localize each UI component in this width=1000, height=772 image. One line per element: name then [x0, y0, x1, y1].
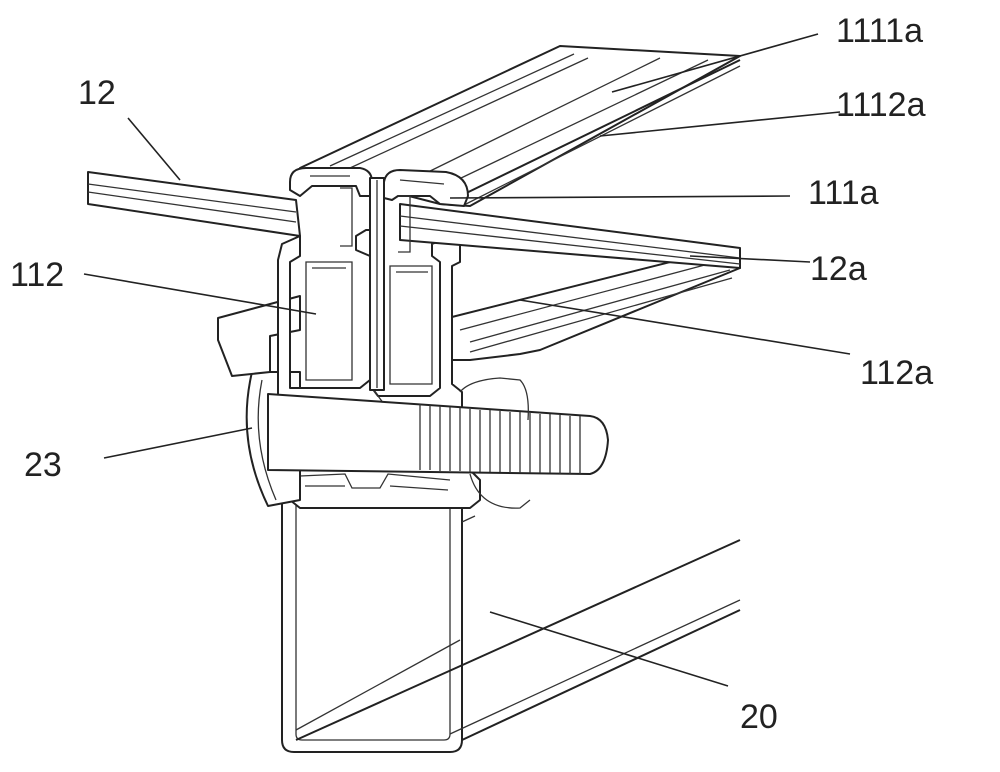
- label-12a: 12a: [810, 250, 867, 288]
- panel-12: [87, 171, 301, 237]
- label-1111a: 1111a: [836, 12, 923, 50]
- leader-111a: [449, 195, 791, 199]
- press-cap-111a: [289, 45, 741, 391]
- label-111a: 111a: [808, 174, 879, 212]
- reference-labels: 1111a 1112a 111a 12 12a 112 112a 23 20: [10, 12, 933, 736]
- leader-12a: [689, 255, 811, 263]
- bolt: [267, 377, 609, 509]
- leader-20: [489, 611, 729, 687]
- leader-23: [103, 427, 253, 459]
- leader-12: [127, 117, 181, 181]
- bolt-thread: [429, 405, 581, 474]
- label-23: 23: [24, 446, 62, 484]
- leader-lines: [83, 33, 851, 687]
- leader-1111a: [611, 33, 819, 93]
- label-20: 20: [740, 698, 778, 736]
- label-112: 112: [10, 256, 64, 294]
- lower-flange-plates: [217, 251, 741, 377]
- leader-1112a: [599, 111, 841, 137]
- leader-112a: [519, 299, 851, 355]
- square-tube-20: [281, 478, 741, 753]
- leader-112: [83, 273, 317, 315]
- label-1112a: 1112a: [836, 86, 926, 124]
- label-112a: 112a: [860, 354, 933, 392]
- label-12: 12: [78, 74, 116, 112]
- panel-12a: [399, 203, 741, 269]
